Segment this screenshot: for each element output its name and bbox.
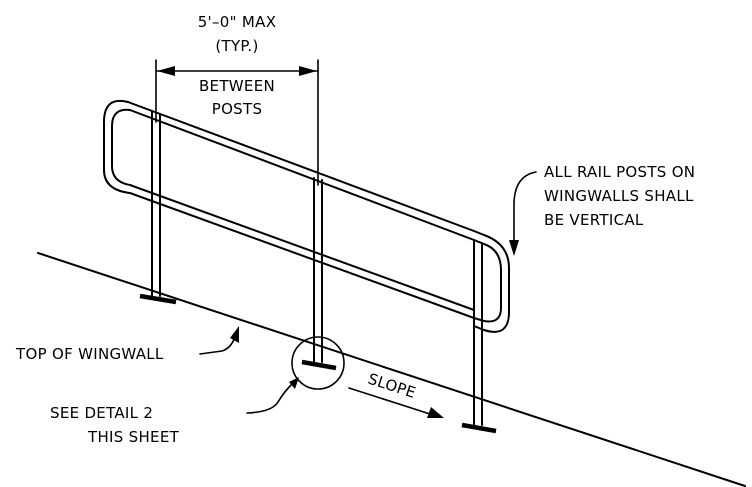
right-rail-return-outer	[473, 230, 510, 333]
leader-vertical-posts	[513, 171, 537, 247]
right-rail-return-inner	[473, 239, 502, 323]
left-rail-return-inner	[111, 108, 131, 186]
upper-rail-inner	[129, 109, 475, 241]
detail-2-callout-circle	[291, 336, 345, 390]
top-of-wingwall-line	[37, 252, 746, 487]
leader-detail-2-arrow	[289, 377, 299, 389]
upper-rail-outer	[127, 101, 475, 232]
dimension-text-typ: (TYP.)	[215, 37, 258, 55]
note-posts-line1: ALL RAIL POSTS ON	[544, 163, 695, 181]
note-top-of-wingwall: TOP OF WINGWALL	[15, 345, 164, 363]
dimension-text-posts: POSTS	[212, 100, 263, 118]
note-detail-line1: SEE DETAIL 2	[50, 404, 153, 422]
leader-top-of-wingwall-arrow	[230, 326, 239, 343]
slope-arrow-head	[427, 407, 444, 418]
note-posts-line2: WINGWALLS SHALL	[544, 187, 694, 205]
dimension-arrow-left	[157, 66, 175, 76]
dimension-text-between: BETWEEN	[199, 77, 275, 95]
leader-top-of-wingwall	[199, 333, 237, 355]
note-posts-line3: BE VERTICAL	[544, 211, 644, 229]
lower-rail-outer	[129, 184, 475, 311]
leader-detail-2	[246, 383, 293, 414]
note-detail-line2: THIS SHEET	[87, 428, 180, 446]
slope-arrow-shaft	[348, 387, 431, 415]
slope-label: SLOPE	[366, 370, 418, 402]
post-1	[139, 111, 177, 305]
dimension-arrow-right	[299, 66, 317, 76]
left-rail-return-outer	[103, 100, 131, 194]
leader-vertical-posts-arrow	[509, 240, 519, 256]
dimension-text-max: 5'–0" MAX	[198, 13, 277, 31]
post-2	[301, 177, 337, 371]
lower-rail-inner	[129, 192, 475, 319]
post-3	[461, 239, 497, 434]
